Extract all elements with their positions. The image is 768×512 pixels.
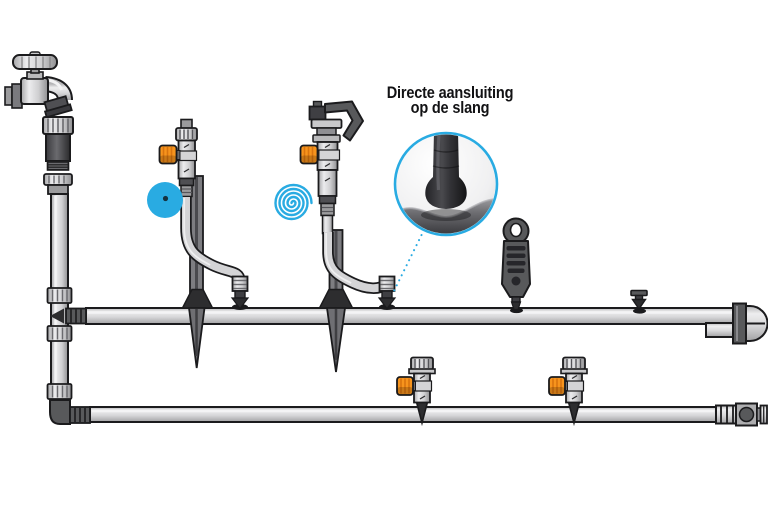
pipe-coupling [46,287,73,304]
inline-dripper [396,356,436,427]
drip-nozzle-icon [147,182,183,218]
valve-knob [158,144,178,165]
valve-knob [548,376,566,396]
pipe-end-cap [705,302,768,345]
impact-arm [324,100,364,142]
callout-leader-line [391,229,425,296]
hose-barb-connector [377,275,397,310]
rotation-spiral-icon [274,183,313,221]
goof-plug [630,289,648,314]
micro-sprinkler [158,118,250,369]
garden-tap [4,51,73,119]
callout-magnifier [391,131,499,296]
sprinkler-stake-base [181,288,214,369]
pipe-coupling [46,383,73,400]
impact-sprinkler [299,100,397,373]
feeder-hose [180,197,246,282]
hole-punch-tool [501,217,531,314]
punched-hole [510,307,523,314]
impact-sprinkler-head [299,100,364,235]
tap-handle [12,51,58,70]
magnifier-ring [393,131,499,237]
callout-line-1: Directe aansluiting [386,84,514,102]
supply-pipe [46,193,73,411]
tee-connector [50,307,87,325]
main-pipe-bottom [89,406,717,423]
micro-sprinkler-head [158,118,198,198]
callout-line-2: op de slang [410,98,490,117]
hose-barb-connector [230,275,250,310]
inline-dripper [548,356,588,427]
hose-coupling [43,173,73,195]
elbow-connector [49,399,91,425]
pipe-coupling [46,325,73,342]
pipe-end-connector [715,402,768,427]
valve-knob [396,376,414,396]
callout-label: Directe aansluiting op de slang [380,84,519,117]
sprinkler-stake-base [318,288,354,373]
magnifier-photo [396,134,496,234]
tap-connector [42,116,74,171]
feeder-hose [322,232,391,294]
valve-knob [299,144,319,165]
tap-spout-tip [43,95,73,119]
